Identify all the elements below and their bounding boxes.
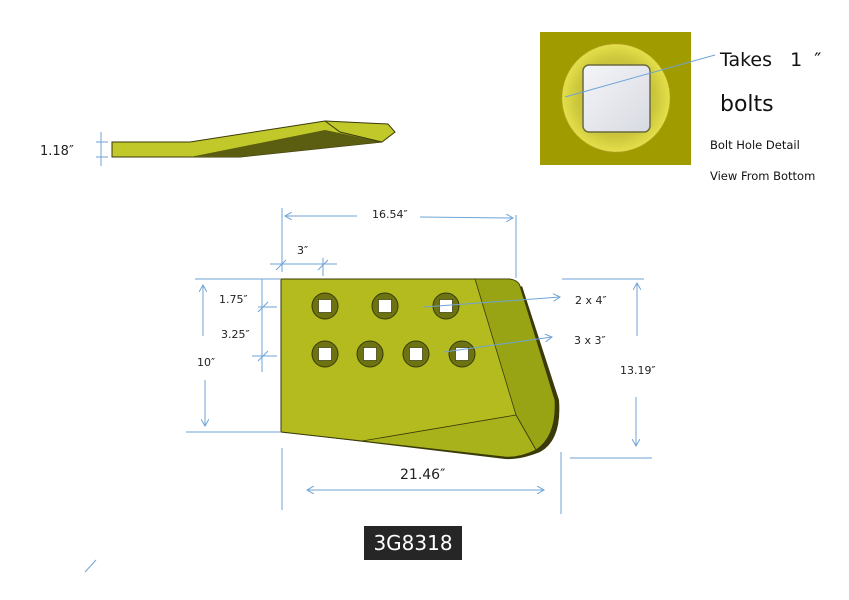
bolt-hole-detail: Takes 1 ″ bolts Bolt Hole Detail View Fr… [540,32,821,183]
bolt-hole [311,292,339,320]
top-length-dim: 16.54″ [372,208,408,221]
side-view: 1.18″ [40,120,396,166]
bolt-hole [356,340,384,368]
bolt-hole [448,340,476,368]
bolt-hole [311,340,339,368]
bolt-hole [371,292,399,320]
dimensions [84,208,652,573]
front-view-plate [280,278,560,460]
row1-offset-dim: 1.75″ [219,293,248,306]
bolt-size-callout: Takes 1 ″ [719,49,821,71]
detail-view-caption: View From Bottom [710,169,815,183]
dimension-labels: 16.54″ 3″ 1.75″ 3.25″ 10″ 13.19″ 21.46″ … [197,208,656,483]
bottom-length-dim: 21.46″ [400,467,445,483]
bolt-callout-bolts: bolts [720,92,774,117]
part-number-label: 3G8318 [364,526,462,560]
left-height-dim: 10″ [197,356,215,369]
bolt-hole [402,340,430,368]
row-spacing-dim: 3.25″ [221,328,250,341]
thickness-dim: 1.18″ [40,144,74,159]
row1-hole-callout: 2 x 4″ [575,294,607,307]
hole-offset-dim: 3″ [297,244,308,257]
detail-caption: Bolt Hole Detail [710,138,800,152]
right-height-dim: 13.19″ [620,364,656,377]
row2-hole-callout: 3 x 3″ [574,334,606,347]
